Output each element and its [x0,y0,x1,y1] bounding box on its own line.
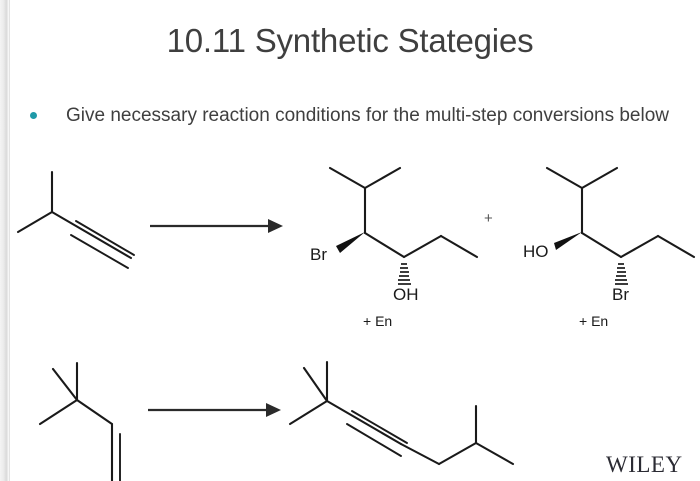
product-1b-structure: HO Br + En [523,166,696,329]
page-edge-line [9,0,10,481]
wiley-logo: WILEY [606,452,683,476]
stereo-note-1b: + En [579,313,608,329]
bullet-dot-icon [30,112,37,119]
product-1a-structure: Br OH + En [310,166,479,329]
atom-label-br-1b: Br [612,285,629,304]
atom-label-br-1a: Br [310,245,327,264]
bullet-text: Give necessary reaction conditions for t… [66,105,670,126]
page-edge-stripe [0,0,9,481]
reactant-1-structure [16,170,135,269]
plus-separator: + [484,210,493,227]
page-title: 10.11 Synthetic Stategies [166,22,534,59]
product-2a-structure [288,360,515,466]
reaction-arrow-2 [148,403,281,417]
atom-label-ho-1b: HO [523,242,549,261]
stereo-note-1a: + En [363,313,392,329]
reactant-2-structure [38,361,121,481]
reaction-arrow-1 [150,219,283,233]
hash-wedge-br-1b [615,263,628,285]
atom-label-oh-1a: OH [393,285,419,304]
hash-wedge-oh [398,263,411,285]
